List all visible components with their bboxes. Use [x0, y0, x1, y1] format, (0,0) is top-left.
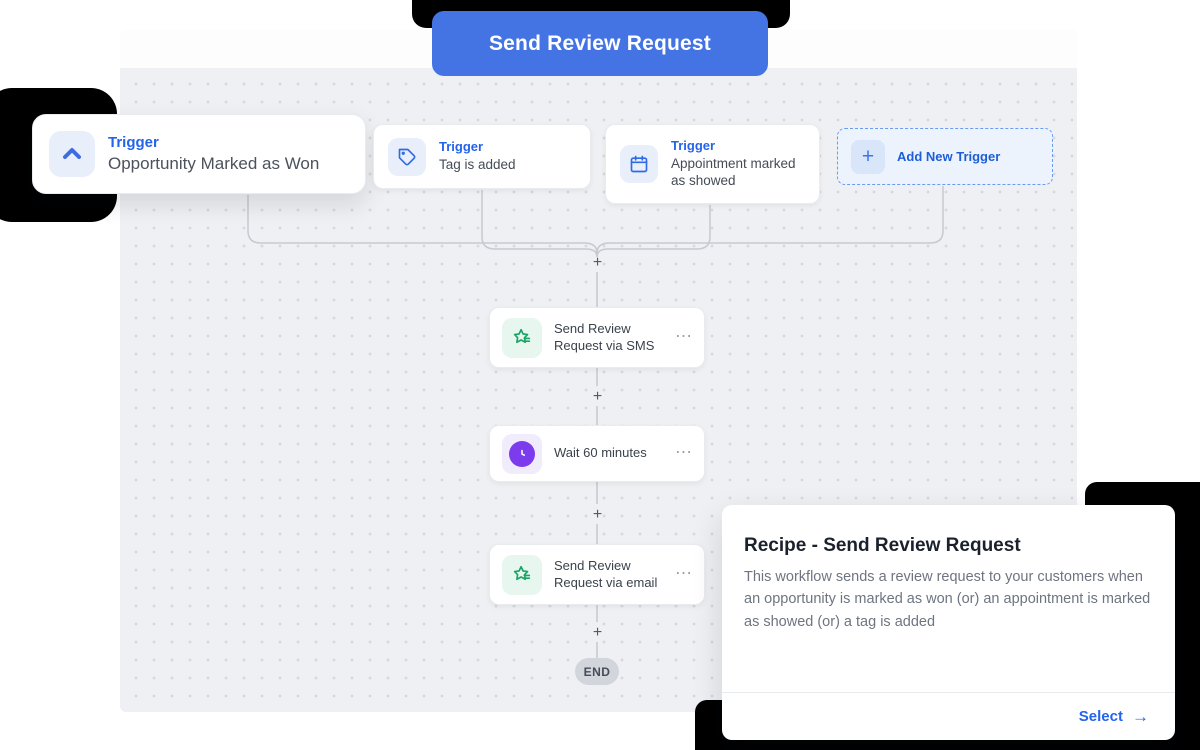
trigger-title: Tag is added	[439, 157, 516, 173]
add-new-trigger-button[interactable]: + Add New Trigger	[837, 128, 1053, 185]
review-star-icon	[502, 317, 542, 358]
select-recipe-button[interactable]: Select →	[1079, 707, 1149, 727]
trigger-title: Appointment marked as showed	[671, 156, 796, 189]
trigger-title: Opportunity Marked as Won	[108, 153, 320, 173]
trigger-type-label: Trigger	[671, 138, 716, 153]
add-new-trigger-label: Add New Trigger	[897, 149, 1001, 164]
trigger-type-label: Trigger	[439, 138, 484, 154]
step-title: Send Review Request via SMS	[554, 320, 655, 353]
tag-icon	[388, 137, 426, 176]
insert-step-plus[interactable]: +	[592, 254, 603, 271]
review-star-icon	[502, 554, 542, 595]
insert-step-plus[interactable]: +	[592, 506, 603, 523]
ellipsis-menu-icon[interactable]: ⋯	[675, 325, 693, 345]
calendar-icon	[620, 145, 658, 183]
workflow-end-badge: END	[575, 658, 619, 685]
trigger-card-appointment-showed[interactable]: Trigger Appointment marked as showed	[605, 124, 820, 204]
clock-icon	[502, 433, 542, 474]
arrow-right-icon: →	[1132, 706, 1149, 726]
insert-step-plus[interactable]: +	[592, 624, 603, 641]
recipe-title: Recipe - Send Review Request	[744, 535, 1021, 556]
step-card-send-email[interactable]: Send Review Request via email ⋯	[489, 544, 705, 605]
insert-step-plus[interactable]: +	[592, 388, 603, 405]
chevron-up-icon	[49, 131, 95, 177]
step-title: Send Review Request via email	[554, 557, 658, 590]
select-label: Select	[1078, 708, 1123, 725]
trigger-type-label: Trigger	[108, 134, 159, 151]
trigger-card-tag-added[interactable]: Trigger Tag is added	[373, 124, 591, 189]
ellipsis-menu-icon[interactable]: ⋯	[675, 441, 693, 461]
recipe-description: This workflow sends a review request to …	[744, 569, 1151, 630]
ellipsis-menu-icon[interactable]: ⋯	[675, 562, 693, 582]
send-review-request-button[interactable]: Send Review Request	[432, 11, 768, 76]
step-title: Wait 60 minutes	[554, 445, 647, 461]
recipe-footer: Select →	[722, 692, 1175, 740]
recipe-panel: Recipe - Send Review Request This workfl…	[722, 505, 1175, 740]
trigger-card-opportunity-won[interactable]: Trigger Opportunity Marked as Won	[32, 114, 366, 194]
step-card-send-sms[interactable]: Send Review Request via SMS ⋯	[489, 307, 705, 368]
step-card-wait[interactable]: Wait 60 minutes ⋯	[489, 425, 705, 482]
plus-icon: +	[851, 139, 885, 174]
